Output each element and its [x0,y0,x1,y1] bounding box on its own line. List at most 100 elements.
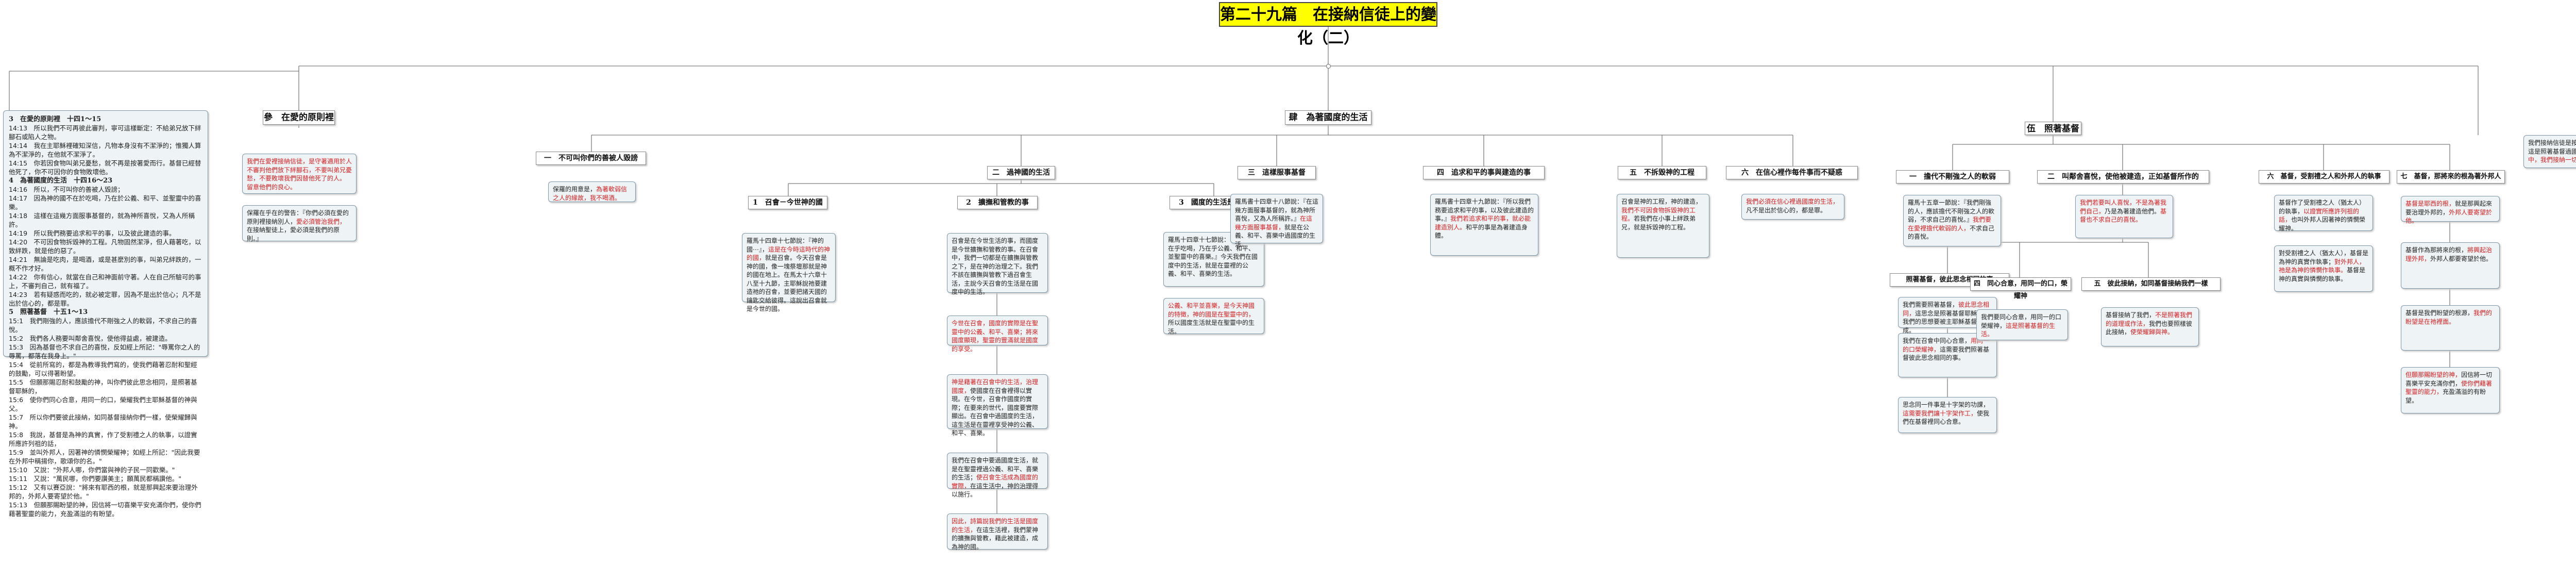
note-text-run: 主說今天召會的生活是在國度中的生活。 [952,279,1039,296]
christ-item-7-note-2: 基督作為那將來的根，將興起治理外邦，外邦人都要寄望於他。 [2401,242,2500,289]
kingdom-subitem-3-note-2: 公義、和平並喜樂，是今天神國的特徵，神的國是在聖靈中的，所以國度生活就是在聖靈中… [1163,298,1264,335]
note-text-run: 就為神所喜悅，又為人所稱許。』 [1235,206,1316,223]
kingdom-subitem-1-note: 羅馬十四章十七節說：『神的國⋯』，這是在今時這時代的神的國，就是召會。今天召會是… [742,233,836,312]
kingdom-item-5: 五 不拆毀神的工程 [1618,166,1706,179]
note-text-run: 使你們藉著聖靈的能力， [2405,379,2493,396]
note-text-run: 今天我們在國度中的生活，就是在靈裡的公義、和平、喜樂的生活。 [1168,253,1258,277]
note-text-run: 是在神的治理之下。我們不該在擴撫與管教下過召會生活， [952,262,1039,287]
note-text-run: 我們的思想要被主耶穌基督模成。 [1903,318,1984,334]
note-text-run: 這需要我們照著基督彼此思念相同的事。 [1903,345,1990,362]
note-text-run: 在接納聖徒上，愛必須是我們的原則。』 [247,226,340,242]
note-text-run: 保羅的用意是， [553,186,597,193]
note-text-run: 這思念是照著基督耶穌的； [1915,309,1990,317]
note-text-run: 就是那興起來要治理外邦的， [2405,200,2493,216]
note-text-run: 羅馬十五章一節說：『我們剛強的人，應該擔代不剛強之人的軟弱，不求自己的喜悅。』 [1908,199,1995,223]
note-text-run: 將來國度顯現，聖靈的豐滿就是國度的享受。 [952,328,1039,353]
note-text-run: 我們在召會中要過國度生活， [952,457,1032,464]
christ-item-7: 七 基督，那將來的根為著外邦人 [2397,170,2505,184]
christ-item-6-note-2: 對受割禮之人（猶太人），基督是為神的真實作執事；對外邦人，祂是為神的憐憫作執事。… [2274,245,2373,292]
note-text-run: 因此，詩篇說我們的生活是國度的生活， [952,518,1039,534]
verse-line: 15:11 又說："萬民哪，你們要讚美主；願萬民都稱讚他。" [9,475,182,483]
note-text-run: 神的國是在聖靈中的， [1193,310,1255,318]
note-text-run: 所以國度生活就是在聖靈中的生活。 [1168,319,1255,335]
kingdom-subitem-2: 2 擴撫和管教的事 [957,196,1038,209]
note-text-run: 將興起治理外邦， [2405,246,2493,262]
note-text-run: 也叫外邦人因著神的憐憫榮耀神。 [2279,216,2366,232]
note-text-run: 愁，不要敗壞我們因替他死了的人。 [247,175,346,182]
note-text-run: 這說出召會就是今世的國。 [747,296,827,313]
verse-line: 15:7 所以你們要彼此接納，如同基督接納你們一樣，使榮耀歸與神。 [9,413,197,430]
note-text-run: 我們若要叫人喜悅，不是為著我們自己， [2080,199,2167,215]
note-text-run: 使榮耀歸與神。 [2130,328,2174,336]
note-text-run: 就是在公義、和平、喜樂中過國度的生活。 [1235,223,1316,248]
note-text-run: 我們要同心合意，用同一的口榮耀神， [1981,313,2062,329]
note-text-run: 今世在召會，國度的實際是在聖靈中的公義、和平、喜樂； [952,320,1039,336]
note-text-run: 我們的盼望是在祂裡面。 [2405,309,2493,325]
note-text-run: 外邦人要寄望於他。 [2405,208,2493,225]
verse-line: 15:9 並叫外邦人，因著神的憐憫榮耀神；如經上所記："因此我要在外邦中稱揚你，… [9,449,200,465]
kingdom-item-1-note: 保羅的用意是，為著軟弱信之人的緣故，我不喝酒。 [548,181,636,202]
note-text-run: 公義、和平並喜樂，是今天神國的特徵， [1168,302,1255,318]
note-text-run: 思念同一件事是十字架的功課， [1903,401,1990,408]
note-text-run: 羅馬十四章十七節說：『神的國⋯』， [747,237,824,253]
note-text-run: 在要來的世代，國度要實際顯出。 [952,404,1039,420]
note-text-run: 基督是耶西的根， [2405,200,2455,207]
christ-item-2-note: 我們若要叫人喜悅，不是為著我們自己，乃是為著建造他們。基督也不求自己的喜悅。 [2075,195,2173,238]
note-text-run: 基督作為那將來的根， [2405,246,2468,254]
christ-item-7-note-1: 基督是耶西的根，就是那興起來要治理外邦的，外邦人要寄望於他。 [2401,196,2500,225]
note-text-run: 在這變化中，我們接納一切與主相交的信徒。 [2528,156,2576,163]
note-text-run: 我們要在愛裡擔代軟弱的人， [1908,216,1992,232]
verse-line: 14:15 你若因食物叫弟兄憂愁，就不再是按著愛而行。基督已經替他死了，你不可因… [9,159,201,176]
note-text-run: 這是照著基督的生活。 [1981,322,2056,338]
section-according-to-christ: 伍 照著基督 [2025,122,2081,135]
note-text-run: 召會是在今世生活的事，而國度是今世擴撫和管教的事。 [952,237,1039,253]
christ-item-1-note: 羅馬十五章一節說：『我們剛強的人，應該擔代不剛強之人的軟弱，不求自己的喜悅。』我… [1903,195,2001,246]
note-text-run: 神是藉著在召會中的生活，治理國度， [952,378,1039,394]
note-text-run: 彼此思念相同， [1903,301,1990,317]
christ-item-7-note-4: 但願那賜盼望的神，因信將一切喜樂平安充滿你們，使你們藉著聖靈的能力，充盈滿溢的有… [2401,367,2500,413]
christ-subitem-receive: 五 彼此接納，如同基督接納我們一樣 [2081,277,2221,291]
note-text-run: 主耶穌說祂要建造祂的召會，並要把諸天國的鑰匙交給彼得。 [747,279,827,304]
kingdom-item-4-note: 羅馬書十四章十九節說：『所以我們務要追求和平的事，以及彼此建造的事。』我們若追求… [1430,194,1538,256]
verse-line: 15:2 我們各人務要叫鄰舍喜悅，使他得益處，被建造。 [9,335,172,342]
kingdom-item-2: 二 過神國的生活 [987,166,1055,179]
verse-line: 14:17 因為神的國不在於吃喝，乃在於公義、和平、並聖靈中的喜樂。 [9,194,201,211]
note-text-run: 基督作了受割禮之人（猶太人）的執事， [2279,199,2366,215]
kingdom-item-6: 六 在信心裡作每件事而不疑惑 [1726,166,1858,179]
note-text-run: 基督也不求自己的喜悅。 [2080,207,2167,224]
christ-subitem-one-mouth: 四 同心合意，用同一的口，榮耀神 [1970,277,2071,300]
note-text-run: 使我們在基督裡同心合意。 [1903,409,1990,426]
note-text-run: 我們不可因食物拆毀神的工程。 [1621,206,1696,223]
verse-line: 14:18 這樣在這幾方面服事基督的，就為神所喜悅，又為人所稱許。 [9,212,195,228]
note-text-run: 因信將一切喜樂平安充滿你們， [2405,371,2493,387]
note-text-run: 留意他們的良心。 [247,183,297,191]
kingdom-subitem-2-note-4: 我們在召會中要過國度生活，就是在聖靈裡過公義、和平、喜樂的生活；使召會生活成為國… [947,453,1048,498]
note-text-run: 為著軟弱信之人的緣故，我不喝酒。 [553,186,628,202]
verse-line: 15:6 使你們同心合意，用同一的口，榮耀我們主耶穌基督的神與父。 [9,396,197,412]
verse-line: 14:21 無論是吃肉，是喝酒，或是甚麼別的事，叫弟兄絆跌的，一概不作才好。 [9,256,201,272]
note-text-run: 使國度在召會裡得以實現。在今世，召會作國度的實際； [952,387,1032,411]
christ-subitem-think-note-3: 思念同一件事是十字架的功課，這需要我們讓十字架作工，使我們在基督裡同心合意。 [1898,397,1997,433]
christ-item-2: 二 叫鄰舍喜悅，使他被建造，正如基督所作的 [2037,170,2209,184]
note-text-run: 羅馬書十四章十九節說：『所以我們務要追求和平的事，以及彼此建造的事。』 [1435,198,1534,222]
note-text-run: 我們需要照著基督， [1903,301,1959,308]
kingdom-item-3-note: 羅馬書十四章十八節說：『在這幾方面服事基督的，就為神所喜悅，又為人所稱許。』在這… [1230,194,1323,248]
verse-section-heading: 4 為著國度的生活 十四16～23 [9,177,113,185]
note-text-run: 在召會中，我們一切都是在擴撫與管教之下， [952,245,1039,270]
verse-section-heading: 5 照著基督 十五1～13 [9,308,88,316]
kingdom-item-6-note: 我們必須在信心裡過國度的生活，凡不是出於信心的，都是罪。 [1741,194,1844,220]
note-text-run: 我們若追求和平的事，就必能建造別人。 [1435,215,1531,231]
title-node-dot [1326,64,1331,69]
note-text-run: 不求自己的喜悅。 [1908,224,1995,241]
kingdom-subitem-2-note-3: 神是藉著在召會中的生活，治理國度，使國度在召會裡得以實現。在今世，召會作國度的實… [947,374,1048,437]
note-text-run: 我們必須在信心裡過國度的生活， [1746,198,1839,205]
verse-line: 14:23 若有疑惑而吃的，就必被定罪，因為不是出於信心；凡不是出於信心的，都是… [9,291,201,307]
note-text-run: 對受割禮之人（猶太人），基督是為神的真實作執事； [2279,250,2369,266]
kingdom-subitem-2-note-2: 今世在召會，國度的實際是在聖靈中的公義、和平、喜樂；將來國度顯現，聖靈的豐滿就是… [947,316,1048,353]
note-text-run: 以證實所應許列祖的話， [2279,207,2360,224]
note-text-run: 在這幾方面服事基督， [1235,215,1313,231]
verse-line: 14:20 不可因食物拆毀神的工程。凡物固然潔淨，但人藉著吃，以致絆跌，就是他的… [9,238,201,255]
note-text-run: 羅馬書十四章十八節說：『在這幾方面服事基督的， [1235,198,1319,214]
